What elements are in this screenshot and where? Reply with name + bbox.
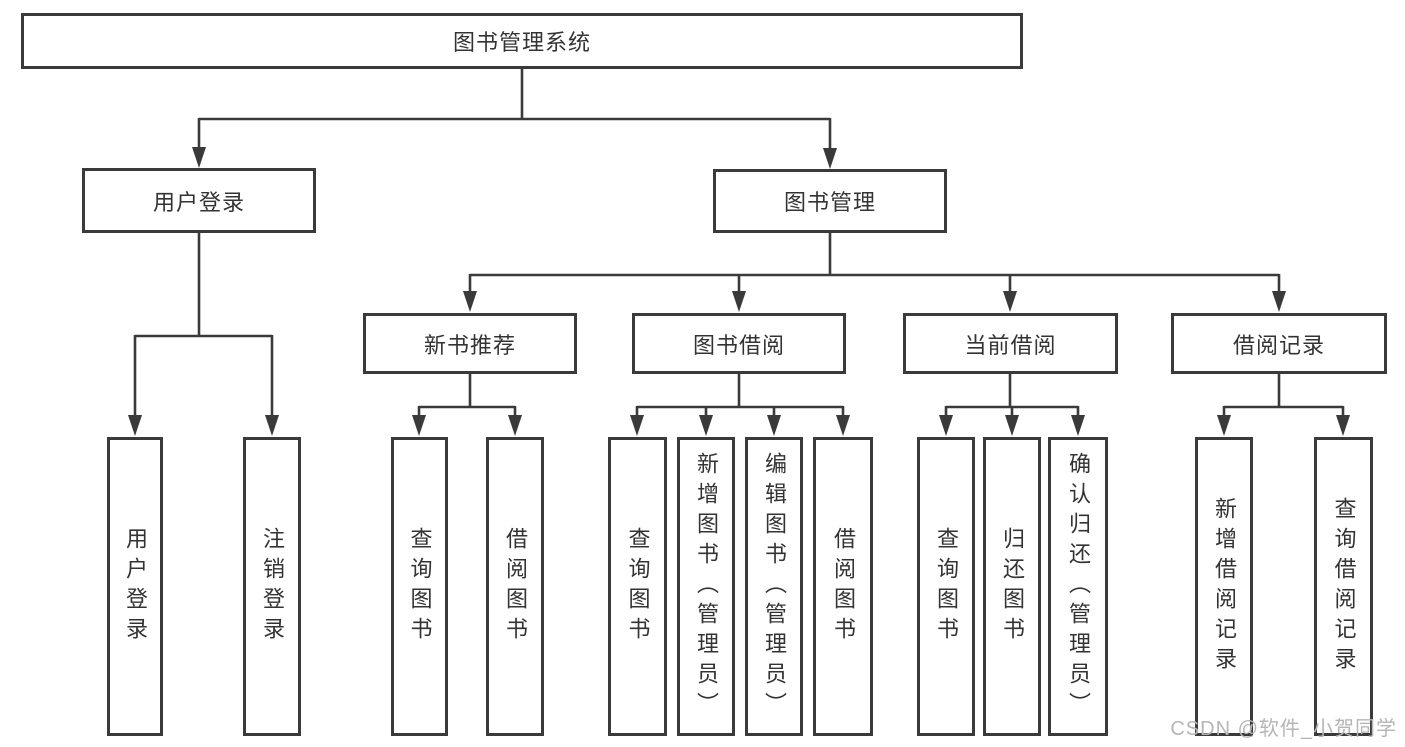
node-label: 新增图书（管理员） [694, 451, 719, 722]
leaf-recommend-borrow-book: 借阅图书 [486, 437, 544, 736]
node-borrow-record: 借阅记录 [1171, 313, 1387, 374]
node-book-management: 图书管理 [713, 169, 947, 233]
node-label: 用户登录 [123, 526, 148, 647]
node-label: 用户登录 [152, 189, 245, 215]
leaf-confirm-return-admin: 确认归还（管理员） [1048, 437, 1108, 736]
connector-book-borrow-to-leaves [630, 374, 850, 436]
leaf-borrow-borrow-book: 借阅图书 [813, 437, 873, 736]
node-label: 当前借阅 [964, 332, 1057, 358]
node-label: 图书管理 [783, 190, 876, 215]
leaf-logout: 注销登录 [243, 437, 301, 736]
connector-book-management-to-level3 [463, 233, 1286, 312]
node-label: 借阅图书 [831, 526, 856, 647]
node-label: 借阅图书 [503, 526, 528, 647]
node-label: 查询图书 [625, 526, 651, 647]
leaf-user-login: 用户登录 [107, 437, 163, 736]
node-label: 归还图书 [1000, 526, 1025, 647]
node-current-borrow: 当前借阅 [903, 313, 1118, 374]
node-book-borrow: 图书借阅 [632, 313, 846, 374]
leaf-return-book: 归还图书 [983, 437, 1041, 736]
node-label: 新增借阅记录 [1212, 496, 1237, 677]
node-label: 编辑图书（管理员） [762, 451, 787, 722]
leaf-current-query-book: 查询图书 [917, 437, 975, 736]
leaf-query-borrow-record: 查询借阅记录 [1314, 437, 1373, 736]
connector-user-login-to-leaves [128, 233, 279, 436]
node-label: 查询图书 [934, 526, 959, 647]
node-root-system: 图书管理系统 [21, 13, 1023, 69]
leaf-recommend-query-book: 查询图书 [391, 437, 448, 736]
node-label: 查询图书 [407, 526, 433, 647]
node-label: 借阅记录 [1232, 332, 1325, 358]
leaf-borrow-query-book: 查询图书 [608, 437, 667, 736]
leaf-add-borrow-record: 新增借阅记录 [1195, 437, 1253, 736]
node-label: 新书推荐 [423, 332, 516, 358]
node-label: 查询借阅记录 [1331, 496, 1357, 677]
node-new-book-recommend: 新书推荐 [363, 313, 577, 374]
connector-borrow-record-to-leaves [1217, 374, 1350, 436]
connector-current-borrow-to-leaves [939, 374, 1085, 436]
node-label: 图书管理系统 [452, 30, 591, 55]
node-user-login: 用户登录 [82, 168, 316, 233]
leaf-add-book-admin: 新增图书（管理员） [677, 437, 735, 736]
node-label: 注销登录 [260, 526, 285, 647]
csdn-watermark: CSDN @软件_小贺同学 [1170, 718, 1397, 740]
connector-root-to-level2 [192, 69, 837, 169]
connector-new-book-recommend-to-leaves [412, 374, 522, 436]
leaf-edit-book-admin: 编辑图书（管理员） [745, 437, 803, 736]
node-label: 图书借阅 [692, 332, 785, 358]
node-label: 确认归还（管理员） [1066, 451, 1091, 722]
